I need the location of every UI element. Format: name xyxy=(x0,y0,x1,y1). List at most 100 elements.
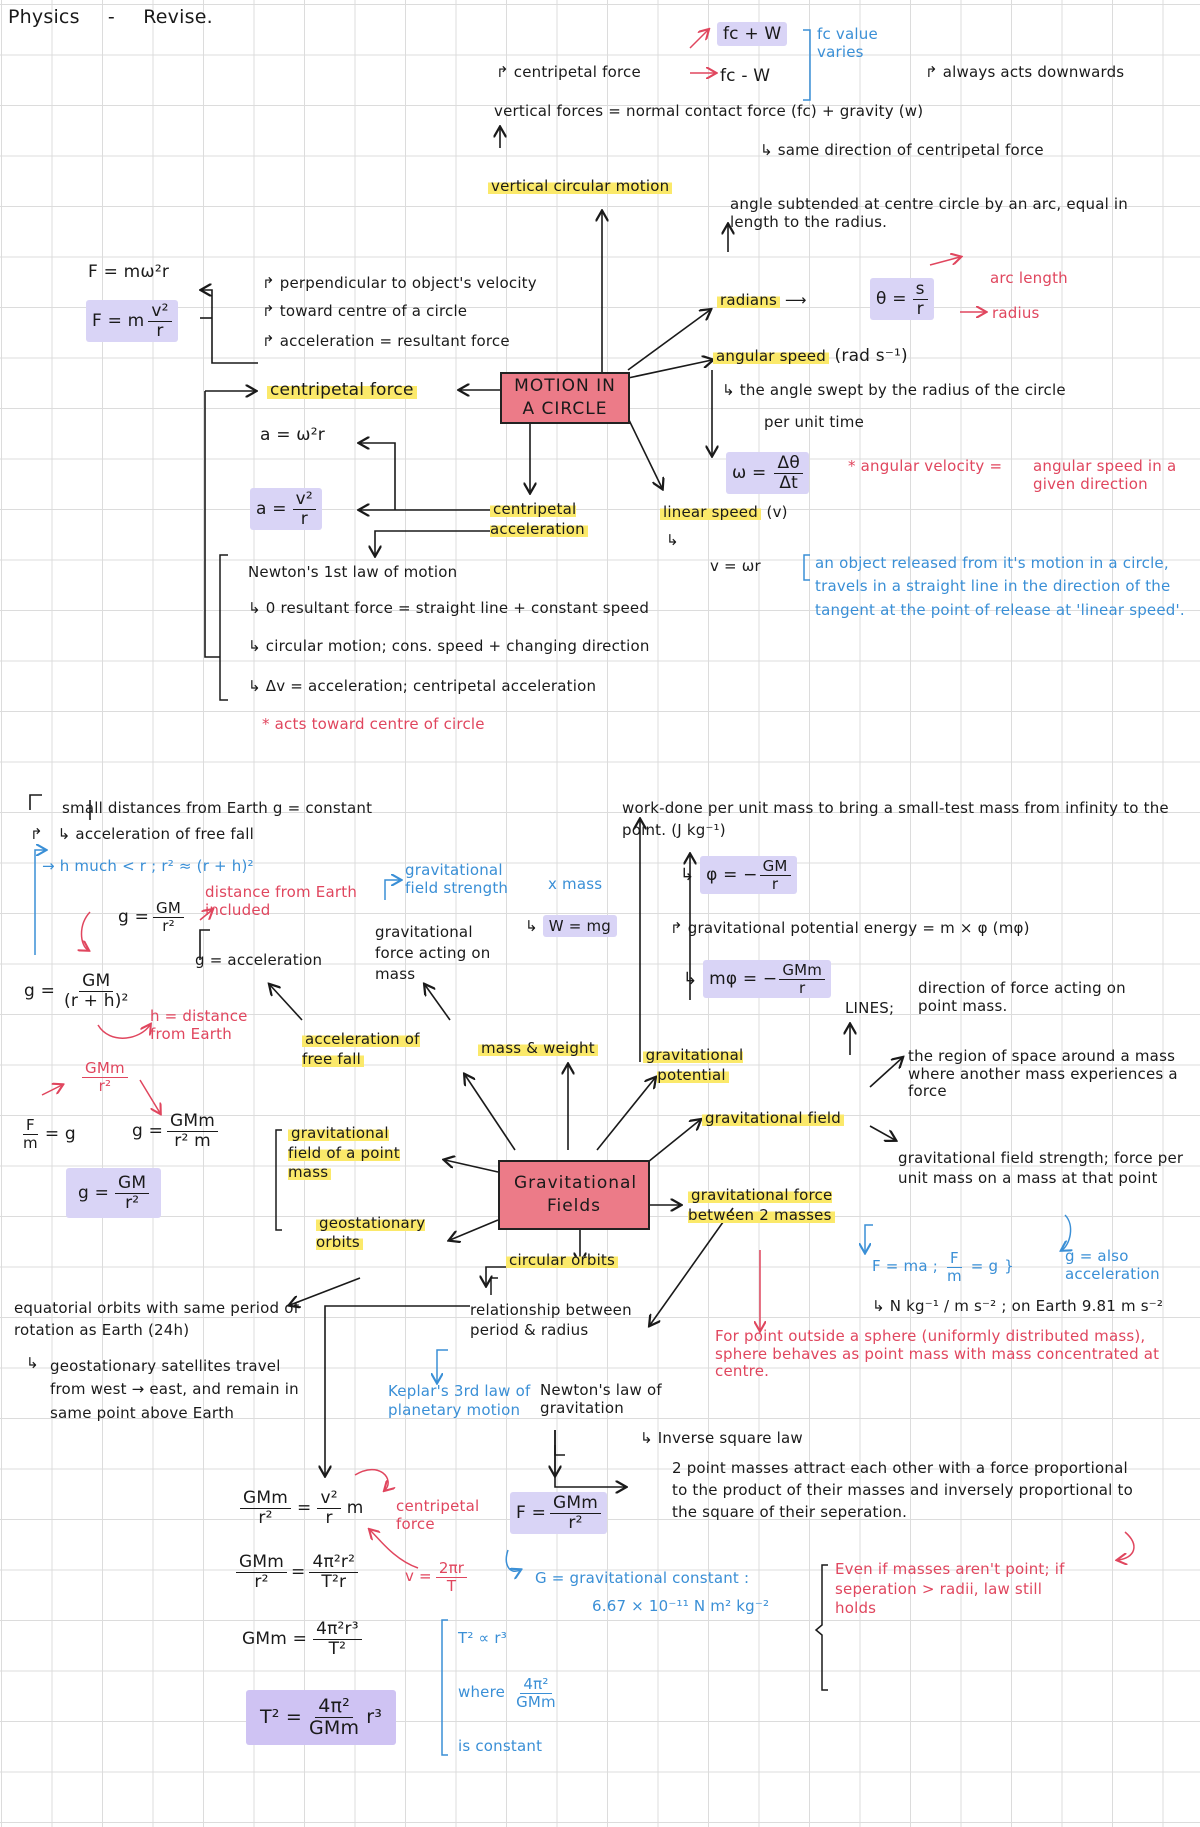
gravitational-field-definition: the region of space around a mass where … xyxy=(908,1047,1178,1101)
gfs-note: gravitational field strength xyxy=(405,861,509,897)
linear-speed-formula: v = ωr xyxy=(710,557,761,575)
distance-from-earth-note: distance from Earth included xyxy=(205,883,358,919)
linear-speed-note: an object released from it's motion in a… xyxy=(815,554,1185,619)
gravitational-field-strength-definition: gravitational field strength; force per … xyxy=(898,1149,1184,1188)
centripetal-property-2: ↱ toward centre of a circle xyxy=(262,302,468,320)
topic-linear-speed: linear speed (v) xyxy=(660,502,788,522)
topic-circular-orbits: circular orbits xyxy=(506,1251,619,1270)
even-if-masses-note: Even if masses aren't point; if seperati… xyxy=(835,1560,1065,1617)
topic-radians: radians ⟶ xyxy=(717,291,807,310)
fc-minus-w: fc - W xyxy=(720,66,771,86)
title-separator: - xyxy=(107,6,115,28)
topic-centripetal-acceleration: centripetal acceleration xyxy=(490,500,610,539)
radius-note: radius xyxy=(992,304,1040,322)
gravitational-potential-definition: work-done per unit mass to bring a small… xyxy=(622,799,1169,839)
acts-toward-centre-note: * acts toward centre of circle xyxy=(262,715,485,733)
topic-geostationary-orbits: geostationary orbits xyxy=(316,1214,426,1251)
centripetal-force-formula-1: F = mω²r xyxy=(88,262,170,282)
topic-gravitational-potential: gravitational potential xyxy=(638,1046,748,1085)
topic-gravitational-force: gravitational force between 2 masses xyxy=(688,1185,863,1226)
topic-acceleration-free-fall: acceleration of free fall xyxy=(302,1030,420,1068)
fc-plus-w: fc + W xyxy=(717,22,788,46)
lines-label: LINES; xyxy=(845,999,895,1017)
times-mass-note: x mass xyxy=(548,875,603,893)
geostationary-satellites-note: geostationary satellites travel from wes… xyxy=(50,1357,299,1422)
g-acceleration-note: g = acceleration xyxy=(195,951,323,969)
h-much-less-note: → h much < r ; r² ≈ (r + h)² xyxy=(42,857,254,875)
always-downwards-note: ↱ always acts downwards xyxy=(925,63,1125,81)
g-formula-full: g = GM(r + h)² xyxy=(24,971,129,1011)
gpe-equation: ↱ gravitational potential energy = m × φ… xyxy=(670,919,1030,937)
centripetal-force-note: ↱ centripetal force xyxy=(496,63,641,81)
topic-field-of-point-mass: gravitational field of a point mass xyxy=(288,1124,400,1181)
lines-note: direction of force acting on point mass. xyxy=(918,979,1126,1015)
w-formula: ↳ W = mg xyxy=(525,915,618,937)
field-strength-units: ↳ N kg⁻¹ / m s⁻² ; on Earth 9.81 m s⁻² xyxy=(872,1297,1164,1315)
g-also-acceleration: g = also acceleration xyxy=(1065,1247,1160,1283)
central-node-label: Gravitational Fields xyxy=(514,1173,638,1216)
angular-velocity-note: * angular velocity = xyxy=(848,457,1003,475)
geostationary-arrow: ↳ xyxy=(26,1354,39,1372)
h-distance-note: h = distance from Earth xyxy=(150,1007,248,1043)
angular-speed-definition-1: ↳ the angle swept by the radius of the c… xyxy=(722,381,1066,399)
topic-gravitational-field: gravitational field xyxy=(702,1109,845,1128)
g-constant-label: G = gravitational constant : xyxy=(535,1569,750,1587)
arc-length-note: arc length xyxy=(990,269,1068,287)
centripetal-property-3: ↱ acceleration = resultant force xyxy=(262,332,510,350)
centripetal-property-1: ↱ perpendicular to object's velocity xyxy=(262,274,537,292)
central-node-label: MOTION IN A CIRCLE xyxy=(514,376,616,419)
topic-angular-speed: angular speed (rad s⁻¹) xyxy=(713,346,908,366)
period-radius-relationship: relationship between period & radius xyxy=(470,1301,632,1340)
newtons-first-law-title: Newton's 1st law of motion xyxy=(248,563,458,581)
centripetal-force-red-note: centripetal force xyxy=(396,1497,480,1533)
sphere-point-mass-note: For point outside a sphere (uniformly di… xyxy=(715,1327,1160,1381)
acceleration-free-fall-note: ↱ ↳ acceleration of free fall xyxy=(30,825,254,843)
topic-vertical-circular-motion: vertical circular motion xyxy=(488,177,673,196)
keplers-third-law: Keplar's 3rd law of planetary motion xyxy=(388,1382,531,1419)
central-node-motion-in-circle: MOTION IN A CIRCLE xyxy=(500,372,630,424)
angular-speed-definition-2: per unit time xyxy=(764,413,865,431)
central-node-gravitational-fields: Gravitational Fields xyxy=(498,1160,650,1230)
title-revise: Revise. xyxy=(143,6,213,28)
g-constant-value: 6.67 × 10⁻¹¹ N m² kg⁻² xyxy=(592,1597,770,1615)
newtons-first-law-point-1: ↳ 0 resultant force = straight line + co… xyxy=(248,599,650,617)
newtons-first-law-point-3: ↳ Δv = acceleration; centripetal acceler… xyxy=(248,677,597,695)
same-direction-note: ↳ same direction of centripetal force xyxy=(760,141,1044,159)
t2-proportional-r3: T² ∝ r³ xyxy=(458,1629,508,1647)
angular-velocity-note-rest: angular speed in a given direction xyxy=(1033,457,1177,493)
vertical-forces-equation: vertical forces = normal contact force (… xyxy=(494,102,924,120)
page-title: Physics - Revise. xyxy=(8,6,213,28)
newtons-first-law-point-2: ↳ circular motion; cons. speed + changin… xyxy=(248,637,650,655)
topic-centripetal-force: centripetal force xyxy=(267,380,417,400)
title-subject: Physics xyxy=(8,6,80,28)
gravitational-force-on-mass-note: gravitational force acting on mass xyxy=(375,923,491,983)
newtons-law-statement: 2 point masses attract each other with a… xyxy=(672,1459,1133,1521)
centripetal-acceleration-formula-1: a = ω²r xyxy=(260,425,325,445)
small-distances-note: small distances from Earth g = constant xyxy=(62,799,373,817)
fc-varies-note: fc value varies xyxy=(817,25,878,61)
inverse-square-law: ↳ Inverse square law xyxy=(640,1429,803,1447)
radians-definition: angle subtended at centre circle by an a… xyxy=(730,195,1128,231)
newtons-law-of-gravitation: Newton's law of gravitation xyxy=(540,1381,662,1417)
geostationary-description: equatorial orbits with same period of ro… xyxy=(14,1299,300,1339)
topic-mass-weight: mass & weight xyxy=(478,1039,598,1058)
